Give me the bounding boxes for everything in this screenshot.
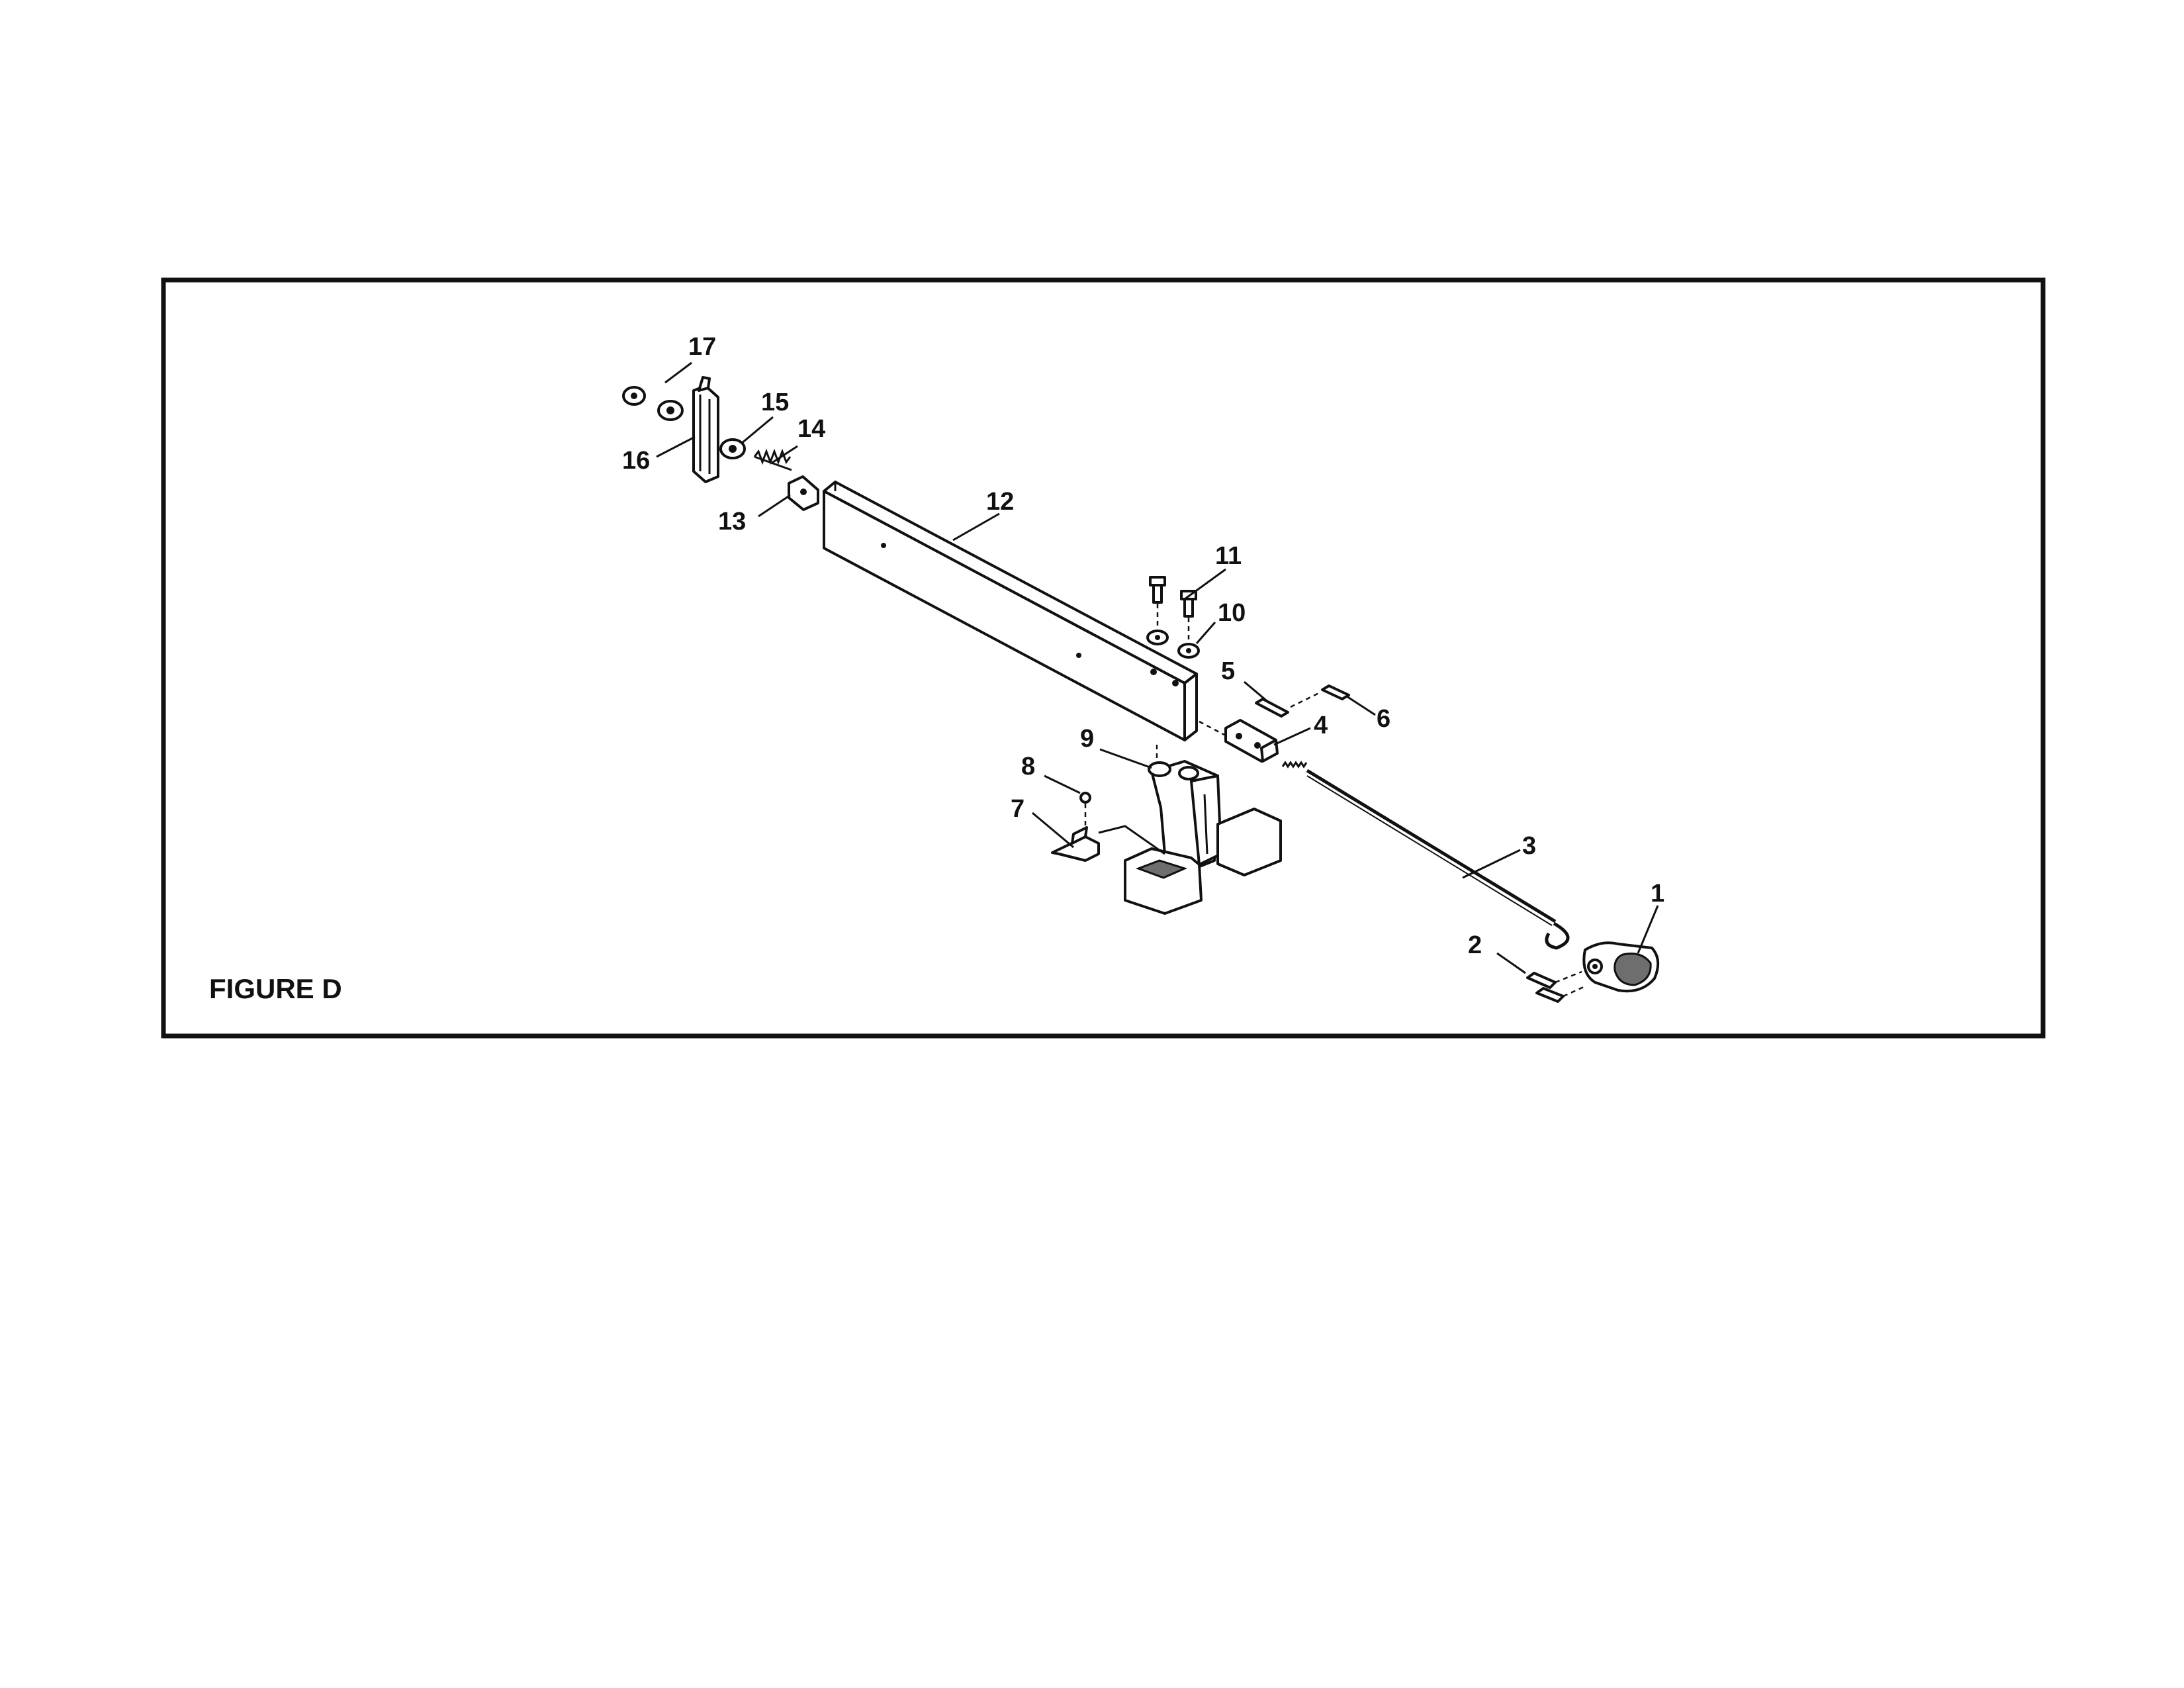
callout-7: 7	[1011, 795, 1024, 823]
part-10-washer-right	[1177, 643, 1200, 659]
part-15-washer	[719, 438, 746, 459]
part-5-pin	[1255, 698, 1289, 718]
callout-15: 15	[761, 389, 789, 416]
part-3-lock-rod	[1281, 761, 1570, 950]
callout-3: 3	[1522, 832, 1536, 860]
figure-title: FIGURE D	[209, 973, 342, 1004]
part-2-screws	[1526, 970, 1586, 1003]
part-11-screw-right	[1180, 590, 1197, 618]
part-17-nut	[622, 386, 646, 406]
part-8-screw	[1079, 792, 1091, 827]
part-6-pin	[1321, 684, 1350, 700]
callout-8: 8	[1021, 753, 1035, 780]
callout-2: 2	[1468, 931, 1482, 959]
part-11-screw-left	[1149, 576, 1166, 604]
leader-lines	[656, 361, 1659, 974]
callout-13: 13	[718, 508, 746, 536]
part-14-spring	[753, 448, 792, 471]
callout-4: 4	[1314, 712, 1328, 739]
part-1-handle	[1582, 941, 1660, 993]
callout-12: 12	[986, 488, 1014, 516]
callout-10: 10	[1218, 599, 1246, 627]
figure-frame	[161, 277, 2046, 1039]
callout-1: 1	[1651, 880, 1664, 908]
callout-5: 5	[1221, 657, 1235, 685]
callout-6: 6	[1377, 705, 1390, 733]
part-7-clip	[1051, 825, 1165, 862]
part-12-fence-rail	[823, 481, 1198, 741]
callout-17: 17	[688, 333, 716, 361]
callout-16: 16	[622, 447, 650, 475]
part-16-lock-plate	[692, 376, 719, 483]
part-10-washer-left	[1146, 630, 1169, 645]
part-4-cam-bracket	[1224, 719, 1279, 763]
part-13-square-nut	[788, 475, 819, 511]
part-16-washer	[657, 400, 684, 421]
callout-14: 14	[797, 415, 825, 443]
part-9-front-bracket	[1124, 760, 1282, 915]
callout-11: 11	[1215, 542, 1242, 570]
callout-9: 9	[1080, 725, 1094, 753]
